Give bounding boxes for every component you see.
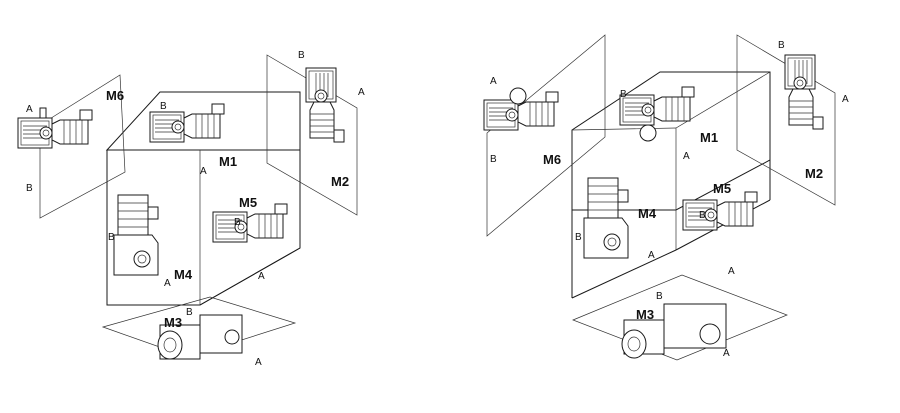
label-a-m2-right: A bbox=[842, 94, 849, 105]
label-a-m3-right: A bbox=[723, 348, 730, 359]
label-b-m6-right: B bbox=[490, 154, 497, 165]
label-m3-right: M3 bbox=[636, 307, 654, 322]
diagram-left: M6 M1 M2 M3 M4 M5 A B B A B A B A B A B … bbox=[17, 50, 365, 368]
label-b-m2-right: B bbox=[778, 40, 785, 51]
label-b-m5-right: B bbox=[699, 210, 706, 221]
motor-m6-right bbox=[483, 87, 559, 131]
label-a-m6-left: A bbox=[26, 104, 33, 115]
motor-m3-right bbox=[621, 303, 727, 359]
plane-m6-left bbox=[39, 74, 126, 219]
label-a-m1-left: A bbox=[200, 166, 207, 177]
diagram-right: M6 M1 M2 M3 M4 M5 A B B A B A B A B A B … bbox=[483, 34, 849, 361]
label-b-m1-left: B bbox=[160, 101, 167, 112]
label-b-m3-right: B bbox=[656, 291, 663, 302]
label-m5-right: M5 bbox=[713, 181, 731, 196]
label-a-m4-right: A bbox=[648, 250, 655, 261]
label-m2-right: M2 bbox=[805, 166, 823, 181]
label-a-m5-left: A bbox=[258, 271, 265, 282]
motor-m3-left bbox=[157, 314, 243, 360]
label-a-m3-left: A bbox=[255, 357, 262, 368]
label-b-m3-left: B bbox=[186, 307, 193, 318]
label-b-m4-left: B bbox=[108, 232, 115, 243]
label-a-m1-right: A bbox=[683, 151, 690, 162]
label-m5-left: M5 bbox=[239, 195, 257, 210]
label-a-m2-left: A bbox=[358, 87, 365, 98]
label-a-m4-left: A bbox=[164, 278, 171, 289]
motor-m2-right bbox=[784, 54, 824, 130]
label-m6-left: M6 bbox=[106, 88, 124, 103]
label-m4-right: M4 bbox=[638, 206, 657, 221]
label-b-m6-left: B bbox=[26, 183, 33, 194]
label-m2-left: M2 bbox=[331, 174, 349, 189]
label-m1-right: M1 bbox=[700, 130, 718, 145]
label-m1-left: M1 bbox=[219, 154, 237, 169]
label-b-m2-left: B bbox=[298, 50, 305, 61]
motor-m4-right bbox=[583, 177, 629, 259]
motor-m6-left bbox=[17, 107, 93, 149]
motor-m4-left bbox=[113, 194, 159, 276]
label-b-m1-right: B bbox=[620, 89, 627, 100]
label-m4-left: M4 bbox=[174, 267, 193, 282]
motor-m5-right bbox=[682, 191, 758, 231]
motor-m1-right bbox=[619, 86, 695, 142]
label-m6-right: M6 bbox=[543, 152, 561, 167]
label-a-m6-right: A bbox=[490, 76, 497, 87]
label-m3-left: M3 bbox=[164, 315, 182, 330]
plane-m6-right bbox=[486, 34, 606, 237]
label-b-m4-right: B bbox=[575, 232, 582, 243]
label-b-m5-left: B bbox=[234, 217, 241, 228]
motor-m2-left bbox=[305, 67, 345, 143]
cube-left bbox=[105, 91, 301, 306]
label-a-m5-right: A bbox=[728, 266, 735, 277]
